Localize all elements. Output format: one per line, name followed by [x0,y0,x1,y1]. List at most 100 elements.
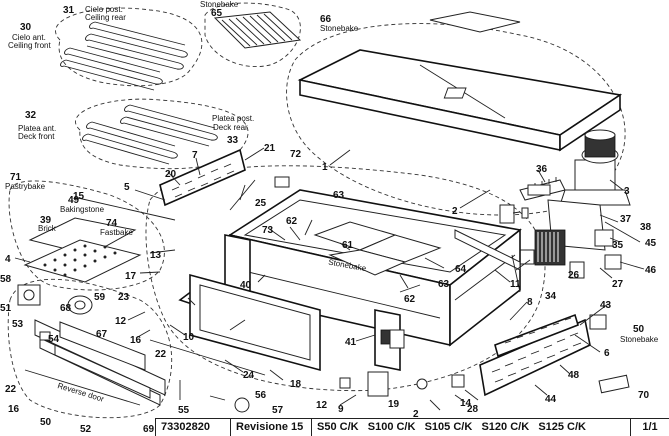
label-43: 43 [600,300,612,311]
deck-front-heating-element [82,121,178,165]
caption-ceiling-rear: Ceiling rear [85,13,126,22]
label-37: 37 [620,214,632,225]
label-11: 11 [510,279,521,290]
model-list: S50 C/K S100 C/K S105 C/K S120 C/K S125 … [311,419,630,436]
label-68: 68 [60,303,72,314]
stonebake-grille [213,11,302,49]
label-64: 64 [455,264,467,275]
caption-brick: Brick [38,224,57,233]
label-3: 3 [624,186,630,197]
label-24: 24 [243,370,255,381]
caption-cielo-post: Cielo post. [85,5,123,14]
label-25: 25 [255,198,267,209]
label-55: 55 [178,405,190,416]
label-38: 38 [640,222,652,233]
label-10: 10 [183,332,195,343]
baking-stone-tray [23,217,142,283]
label-6: 6 [604,348,610,359]
label-62-top: 62 [286,216,298,227]
label-48: 48 [568,370,580,381]
label-63-top: 63 [333,190,345,201]
label-30: 30 [20,22,32,33]
relay-35 [594,229,614,247]
plate-9 [367,371,389,397]
caption-deck-front: Deck front [18,132,55,141]
rear-panel-vented [159,148,246,207]
label-35: 35 [612,240,624,251]
label-65: 65 [211,8,223,19]
part-60 [589,314,607,330]
label-8: 8 [527,297,533,308]
label-15: 15 [73,191,85,202]
label-31: 31 [63,5,75,16]
label-67: 67 [96,329,108,340]
title-block: 73302820 Revisione 15 S50 C/K S100 C/K S… [155,418,669,436]
part-72 [274,176,290,188]
label-2-bottom: 2 [413,409,419,420]
revision: Revisione 15 [230,419,311,436]
label-12-bottom: 12 [316,400,328,411]
label-50-right: 50 [633,324,645,335]
label-28: 28 [467,404,479,415]
outline-stonebake-top [204,2,301,67]
label-2-top: 2 [452,206,458,217]
component-37 [499,204,515,224]
door-rod-16 [24,369,141,406]
caption-platea-ant: Platea ant. [18,124,56,133]
label-56: 56 [255,390,267,401]
label-53: 53 [12,319,24,330]
knob-56 [234,397,250,413]
label-62-bottom: 62 [404,294,416,305]
door-assembly [34,273,321,406]
part-number-labels: 1 2 2 3 4 5 6 7 8 9 10 11 12 12 13 14 15… [0,5,657,435]
label-52: 52 [80,424,92,435]
label-9: 9 [338,404,344,415]
label-66: 66 [320,14,332,25]
label-19: 19 [388,399,400,410]
bearing-59 [67,295,93,315]
latch-12b [339,377,351,389]
label-51: 51 [0,303,12,314]
caption-stonebake-66: Stonebake [320,24,359,33]
label-26: 26 [568,270,580,281]
door-rod-24 [149,339,266,376]
caption-cielo-ant: Cielo ant. [12,33,46,42]
outline-ceiling-elements [55,7,203,87]
caption-stonebake-top: Stonebake [200,0,239,9]
label-72: 72 [290,149,302,160]
sheet-number: 1/1 [630,419,669,436]
label-1: 1 [322,162,328,173]
deck-rear-heating-element [120,104,218,147]
drawing-code: 73302820 [155,419,230,436]
fan-motor [559,129,631,206]
label-46: 46 [645,265,657,276]
label-73: 73 [262,225,274,236]
label-57: 57 [272,405,284,416]
caption-pastrybake: Pastrybake [5,182,46,191]
label-45: 45 [645,238,657,249]
label-70: 70 [638,390,650,401]
label-17: 17 [125,271,137,282]
leader-lines [14,147,645,411]
top-wall-vented [494,313,579,358]
label-14: 14 [460,398,472,409]
label-7: 7 [192,150,198,161]
baking-stones-inside [313,221,442,276]
rod-25 [229,179,256,211]
caption-platea-post: Platea post. [212,114,254,123]
label-34: 34 [545,291,557,302]
outline-trays [8,180,165,291]
label-16-left: 16 [130,335,142,346]
label-39: 39 [40,215,52,226]
label-74: 74 [106,218,118,229]
caption-reverse-door: Reverse door [56,381,105,404]
side-rail-right [454,229,521,271]
label-63-bottom: 63 [438,279,450,290]
label-44: 44 [545,394,557,405]
ceiling-rear-heating-element [85,21,188,70]
label-33: 33 [227,135,239,146]
part-28 [451,374,465,388]
ceiling-front-heating-element [60,47,163,91]
caption-stonebake-60: Stonebake [620,335,659,344]
relay-46 [604,254,622,270]
